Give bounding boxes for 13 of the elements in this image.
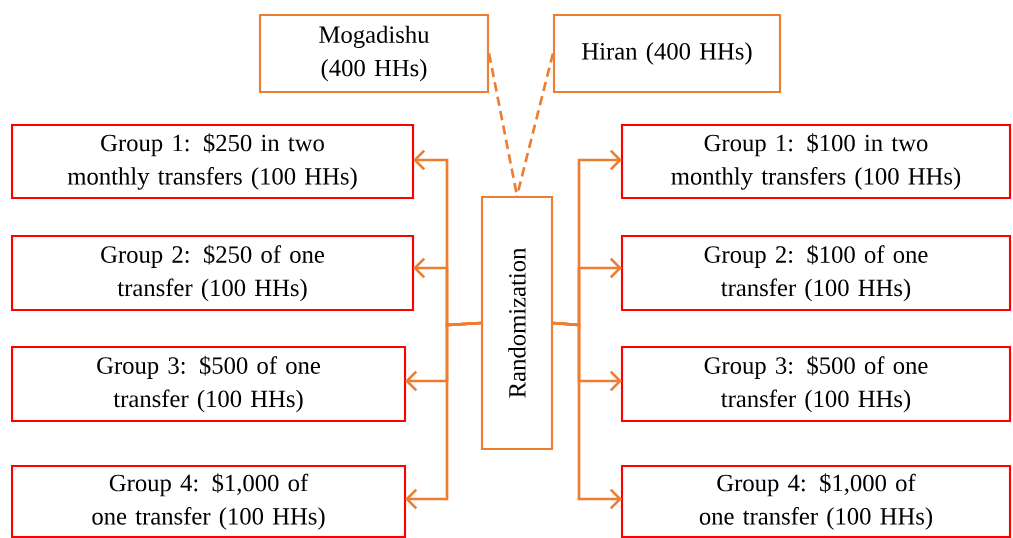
group-box: Group 4: $1,000 of one transfer (100 HHs) [620,464,1012,538]
connector-arrow [552,321,622,510]
group-box: Group 3: $500 of one transfer (100 HHs) [10,345,407,423]
group-box: Group 1: $100 in two monthly transfers (100 HHs) [620,123,1012,200]
group-box: Group 4: $1,000 of one transfer (100 HHs) [10,464,407,538]
connector-arrow [405,321,482,510]
location-box: Mogadishu (400 HHs) [258,13,490,94]
process-box: Randomization [480,195,554,451]
group-box: Group 1: $250 in two monthly transfers (100 HHs) [10,123,415,200]
group-box: Group 2: $100 of one transfer (100 HHs) [620,234,1012,312]
group-box: Group 3: $500 of one transfer (100 HHs) [620,345,1012,423]
location-box: Hiran (400 HHs) [552,13,782,94]
group-box: Group 2: $250 of one transfer (100 HHs) [10,234,415,312]
